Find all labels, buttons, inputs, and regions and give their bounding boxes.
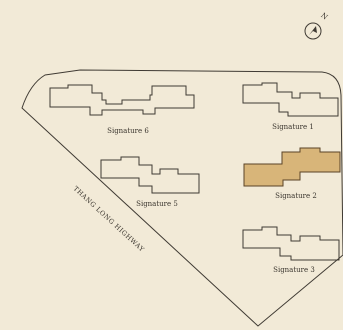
building-signature-2[interactable]: Signature 2 [243,147,341,200]
building-signature-6[interactable]: Signature 6 [49,84,195,135]
building-label-signature-5: Signature 5 [136,200,178,208]
building-label-signature-1: Signature 1 [272,123,314,131]
site-boundary [21,69,343,327]
building-signature-2-footprint[interactable] [243,147,341,187]
north-label: N [319,11,329,21]
building-label-signature-6: Signature 6 [107,127,149,135]
building-signature-6-footprint[interactable] [49,84,195,116]
building-signature-1[interactable]: Signature 1 [242,82,339,131]
building-signature-3-footprint[interactable] [242,226,340,261]
building-signature-5-footprint[interactable] [100,156,200,194]
road-label: THANG LONG HIGHWAY [72,185,146,254]
building-label-signature-3: Signature 3 [273,266,315,274]
building-signature-5[interactable]: Signature 5 [100,156,200,208]
north-arrow-icon: N [304,11,329,40]
building-signature-3[interactable]: Signature 3 [242,226,340,274]
building-label-signature-2: Signature 2 [275,192,317,200]
building-signature-1-footprint[interactable] [242,82,339,117]
